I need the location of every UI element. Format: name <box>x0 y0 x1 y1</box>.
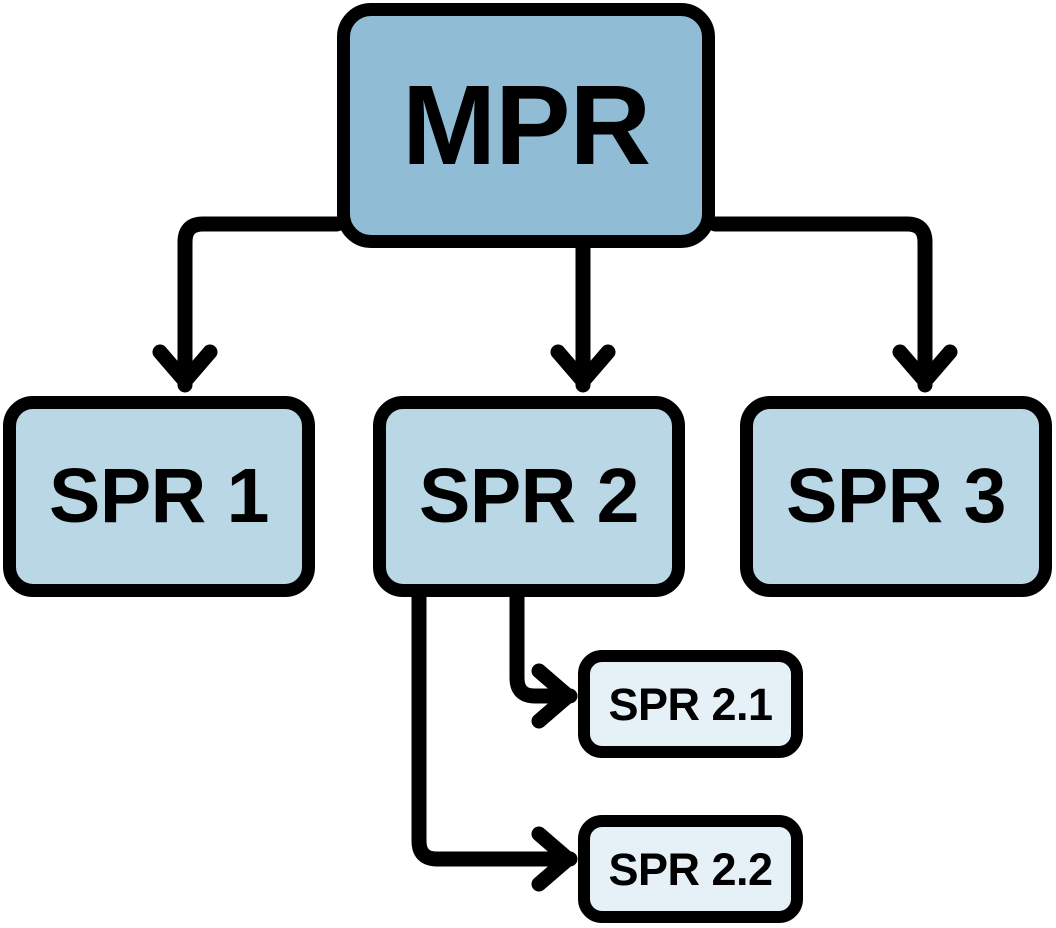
edge-spr2-to-spr22 <box>411 589 578 892</box>
node-spr-1-label: SPR 1 <box>48 453 270 539</box>
node-spr-2-1[interactable]: SPR 2.1 <box>578 650 803 758</box>
edge-spr2-to-spr21 <box>509 589 578 729</box>
node-spr-3-label: SPR 3 <box>785 453 1007 539</box>
arrowhead-spr21 <box>531 663 576 729</box>
edge-mpr-to-spr2 <box>550 240 616 393</box>
arrowhead-spr1 <box>152 344 218 389</box>
node-spr-2-2-label: SPR 2.2 <box>608 843 773 895</box>
node-spr-1[interactable]: SPR 1 <box>3 396 315 597</box>
node-spr-2-2[interactable]: SPR 2.2 <box>578 815 803 923</box>
arrowhead-spr22 <box>531 826 576 892</box>
node-spr-2-label: SPR 2 <box>418 453 640 539</box>
node-spr-2-1-label: SPR 2.1 <box>608 678 773 730</box>
node-mpr[interactable]: MPR <box>337 3 715 248</box>
node-spr-2[interactable]: SPR 2 <box>373 396 685 597</box>
arrowhead-spr3 <box>892 344 958 389</box>
edge-mpr-to-spr1 <box>152 216 345 393</box>
edge-mpr-to-spr3 <box>707 216 958 393</box>
arrowhead-spr2 <box>550 344 616 389</box>
node-spr-3[interactable]: SPR 3 <box>740 396 1052 597</box>
node-mpr-label: MPR <box>401 62 651 188</box>
